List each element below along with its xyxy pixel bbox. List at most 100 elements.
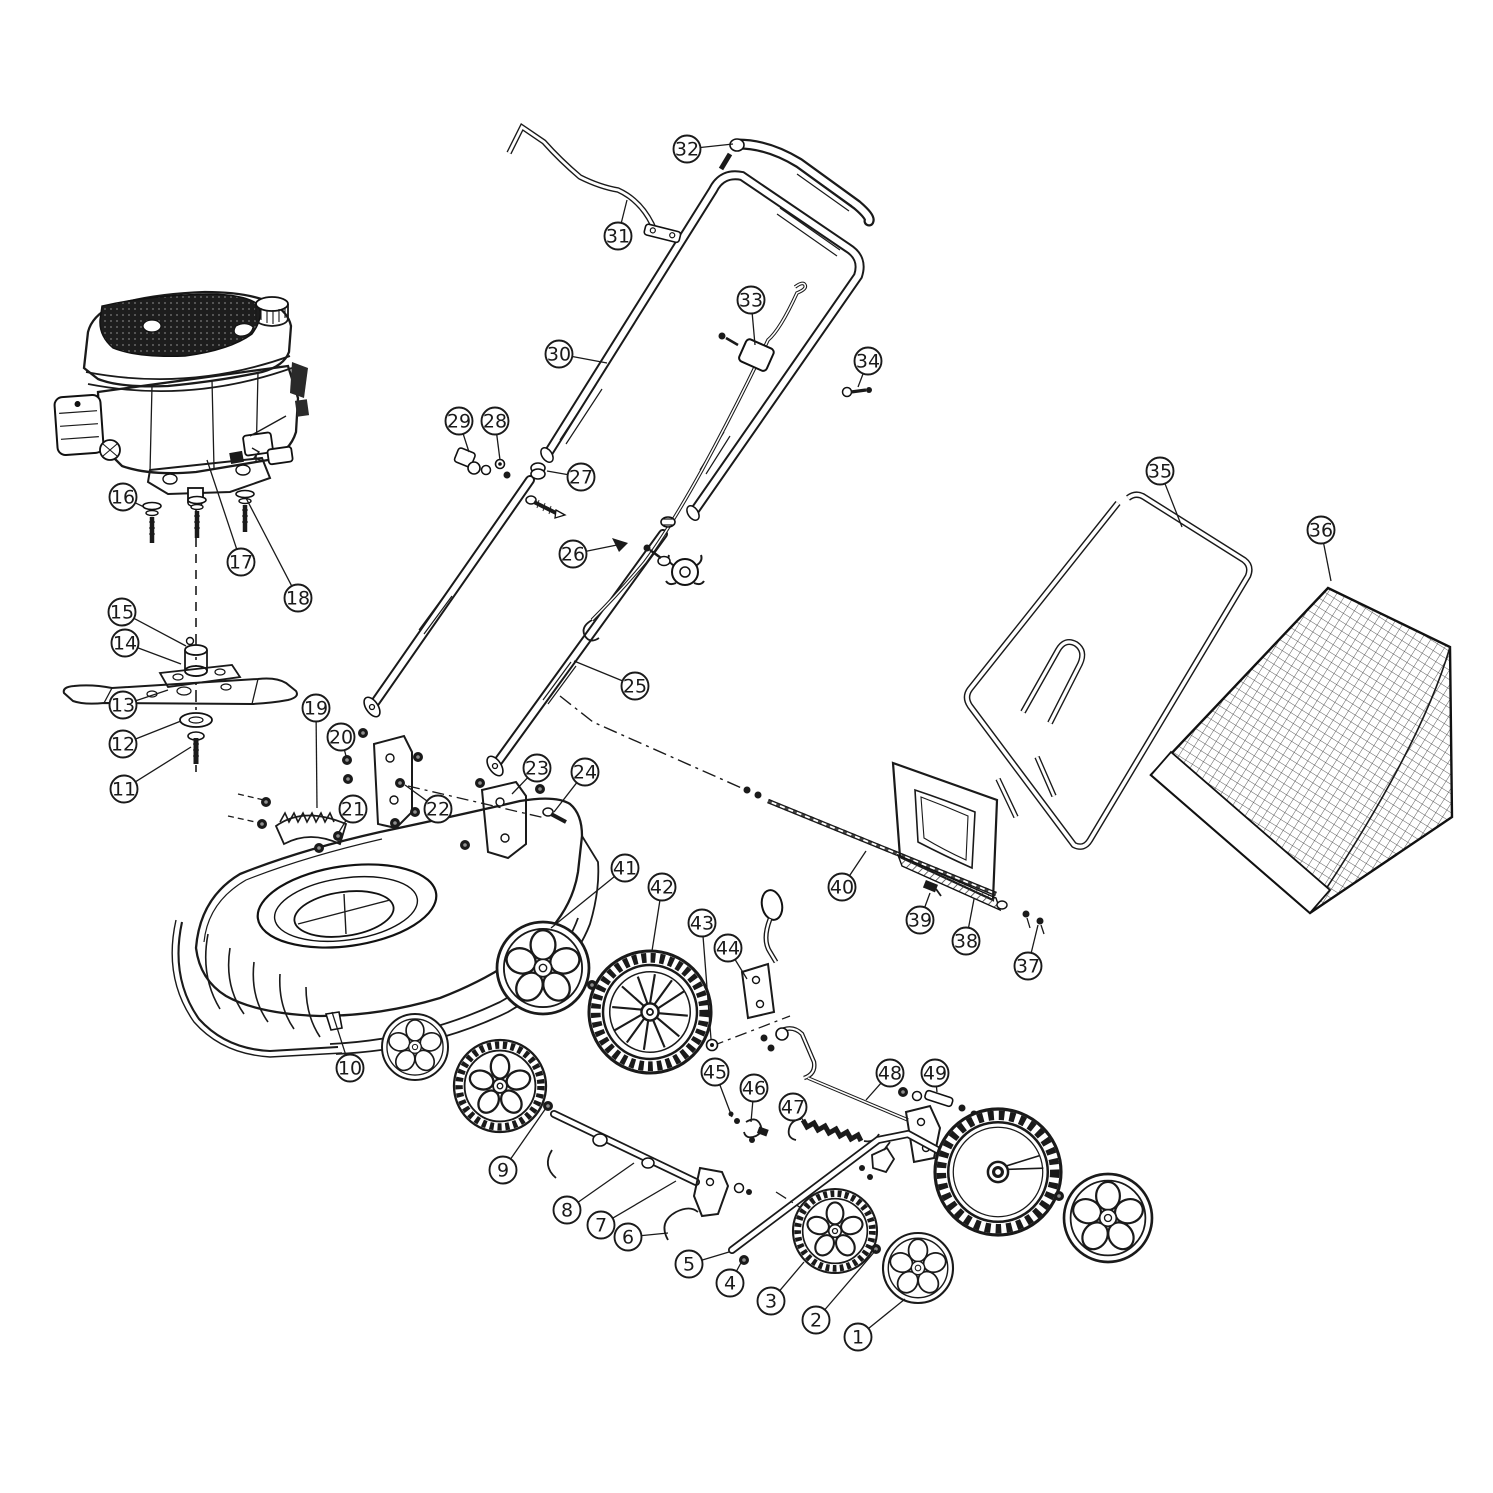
callout-42: 42: [647, 872, 677, 952]
callout-28: 28: [480, 406, 510, 461]
carburetor: [229, 362, 310, 466]
wheel-hubcap-right: [1062, 1172, 1154, 1264]
leader-line: [137, 647, 182, 665]
callout-number: 37: [1016, 956, 1040, 978]
leader-line: [577, 1162, 635, 1203]
callout-number: 8: [561, 1200, 573, 1222]
leader-line: [824, 1249, 877, 1311]
wire-6: [663, 1207, 699, 1241]
callout-2: 2: [801, 1249, 877, 1335]
callout-number: 15: [110, 602, 134, 624]
leader-line: [462, 433, 470, 453]
callout-circle: [843, 1322, 873, 1352]
wing-knob: [643, 544, 705, 586]
callout-19: 19: [301, 693, 331, 809]
callout-number: 38: [954, 931, 978, 953]
callout-circle: [672, 134, 702, 164]
callout-44: 44: [713, 933, 748, 980]
callout-7: 7: [586, 1180, 677, 1240]
callout-circle: [1145, 456, 1175, 486]
callout-46: 46: [739, 1073, 769, 1123]
adapter-bolt: [185, 636, 195, 646]
callout-number: 19: [304, 698, 328, 720]
bolt: [142, 501, 162, 543]
leader-line: [573, 660, 623, 682]
callout-number: 10: [338, 1058, 362, 1080]
drive-wheel: [935, 1109, 1061, 1235]
callout-number: 39: [908, 910, 932, 932]
callout-number: 21: [341, 799, 365, 821]
leader-line: [315, 721, 318, 809]
callout-circle: [1306, 515, 1336, 545]
callout-circle: [488, 1155, 518, 1185]
handle-bracket-right: [480, 780, 527, 860]
callout-circle: [951, 926, 981, 956]
leader-line: [546, 470, 568, 476]
callout-15: 15: [107, 597, 187, 647]
callout-number: 2: [810, 1310, 822, 1332]
callout-circle: [756, 1286, 786, 1316]
callout-number: 36: [1309, 520, 1333, 542]
callout-26: 26: [558, 539, 618, 569]
leader-line: [134, 502, 145, 508]
leader-line: [750, 1101, 754, 1123]
callout-number: 12: [111, 734, 135, 756]
callout-circle: [566, 462, 596, 492]
callout-circle: [920, 1058, 950, 1088]
callout-circle: [552, 1195, 582, 1225]
callout-number: 32: [675, 139, 699, 161]
muffler: [53, 394, 105, 456]
callout-1: 1: [843, 1298, 906, 1352]
cable-clip: [612, 538, 628, 552]
throttle-cable: [582, 281, 808, 642]
callout-25: 25: [573, 660, 650, 701]
callout-number: 18: [286, 588, 310, 610]
callout-39: 39: [905, 892, 935, 935]
callout-number: 22: [426, 799, 450, 821]
blade-bolt: [187, 731, 205, 764]
callout-circle: [700, 1057, 730, 1087]
callout-40: 40: [827, 850, 867, 902]
callout-8: 8: [552, 1162, 635, 1225]
callout-32: 32: [672, 134, 734, 164]
bolt-34: [841, 386, 872, 398]
wheel-hubcap-41: [495, 920, 591, 1016]
callout-number: 33: [739, 290, 763, 312]
callout-number: 31: [606, 226, 630, 248]
callout-number: 13: [111, 695, 135, 717]
leader-line: [206, 459, 238, 550]
leader-line: [641, 1232, 669, 1237]
leader-line: [135, 746, 192, 783]
leader-line: [800, 1117, 807, 1125]
leader-line: [735, 1260, 743, 1272]
callout-circle: [713, 933, 743, 963]
callout-circle: [544, 339, 574, 369]
leader-line: [1164, 483, 1183, 528]
callout-number: 17: [229, 552, 253, 574]
callout-38: 38: [951, 898, 981, 956]
callout-number: 27: [569, 467, 593, 489]
callout-circle: [570, 757, 600, 787]
leader-line: [586, 544, 618, 552]
callout-number: 43: [690, 913, 714, 935]
callout-circle: [226, 547, 256, 577]
leader-line: [700, 143, 734, 149]
leader-line: [848, 850, 867, 877]
callout-number: 5: [683, 1254, 695, 1276]
callout-48: 48: [865, 1058, 905, 1101]
callout-number: 49: [923, 1063, 947, 1085]
handle-knob-parts: [453, 447, 705, 586]
callout-number: 6: [622, 1227, 634, 1249]
callout-number: 42: [650, 877, 674, 899]
leader-line: [245, 497, 293, 587]
callout-circle: [801, 1305, 831, 1335]
callout-number: 47: [781, 1097, 805, 1119]
callout-circle: [326, 722, 356, 752]
callout-circle: [558, 539, 588, 569]
callout-circle: [715, 1268, 745, 1298]
callout-number: 25: [623, 676, 647, 698]
callout-circle: [1013, 951, 1043, 981]
leader-line: [135, 689, 169, 702]
